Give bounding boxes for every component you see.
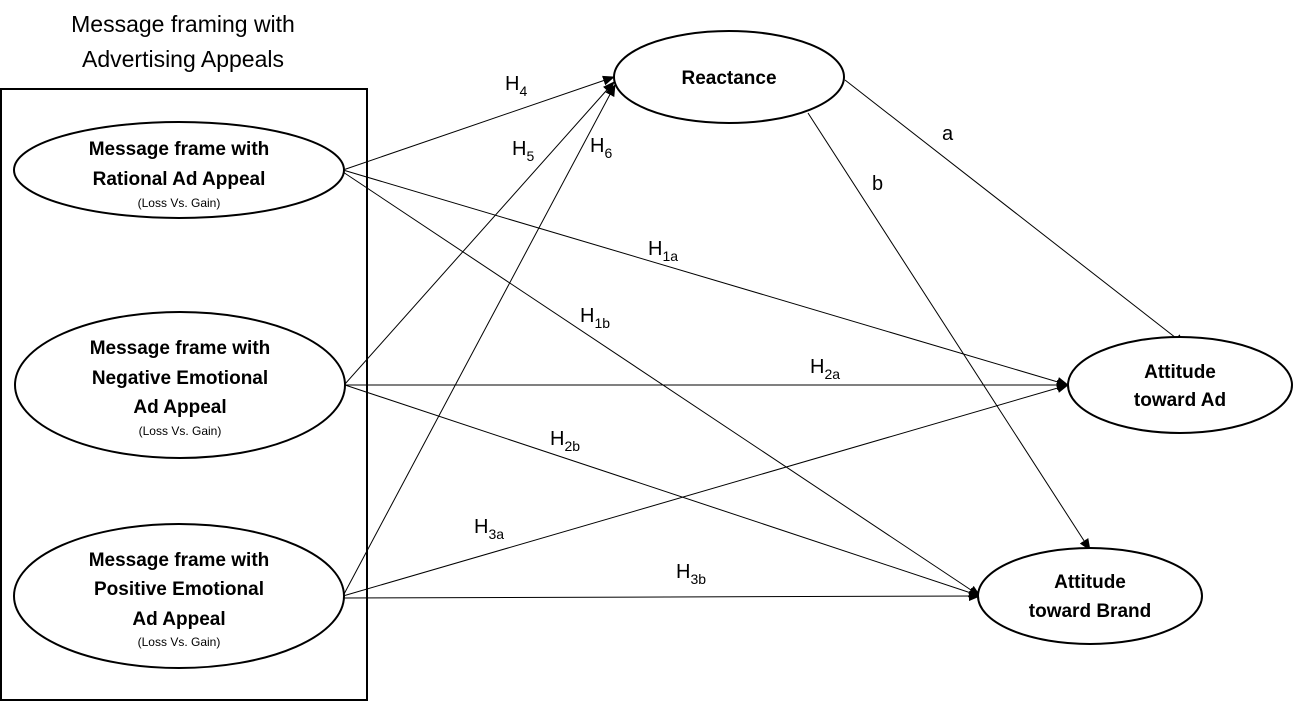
node-positive-shape [13, 523, 345, 669]
node-negative-sub: (Loss Vs. Gain) [139, 424, 222, 438]
node-positive: Message frame with Positive Emotional Ad… [13, 523, 345, 669]
label-h3b: H3b [676, 561, 706, 587]
node-attitude-brand: Attitude toward Brand [977, 547, 1203, 645]
framing-group-box [0, 88, 368, 701]
node-reactance: Reactance [613, 30, 845, 124]
node-positive-line1: Message frame with [89, 550, 270, 571]
group-title-line2: Advertising Appeals [82, 46, 284, 72]
node-attitude-brand-line2: toward Brand [1029, 601, 1151, 622]
edge-b [807, 112, 1091, 551]
label-h6: H6 [590, 135, 612, 161]
label-h2b: H2b [550, 428, 580, 454]
node-negative-line1: Message frame with [90, 338, 271, 359]
node-attitude-ad-line1: Attitude [1144, 362, 1216, 383]
edge-h4 [342, 75, 615, 171]
edge-h1b [342, 171, 981, 597]
label-h1b: H1b [580, 305, 610, 331]
label-a: a [942, 123, 954, 145]
edge-h5 [344, 81, 615, 385]
node-negative-shape [14, 311, 346, 459]
node-negative-line2: Negative Emotional [92, 368, 268, 389]
node-negative: Message frame with Negative Emotional Ad… [14, 311, 346, 459]
node-negative-line3: Ad Appeal [133, 397, 226, 418]
label-h5: H5 [512, 138, 534, 164]
label-h2a: H2a [810, 356, 840, 382]
node-attitude-brand-shape [977, 547, 1203, 645]
edge-h2b [344, 384, 981, 598]
node-rational: Message frame with Rational Ad Appeal (L… [13, 121, 345, 219]
node-rational-line2: Rational Ad Appeal [93, 169, 266, 190]
node-rational-sub: (Loss Vs. Gain) [138, 196, 221, 210]
edge-h6 [342, 84, 616, 597]
edges [342, 75, 1186, 602]
group-title-line1: Message framing with [71, 11, 295, 37]
node-positive-line3: Ad Appeal [132, 609, 225, 630]
node-positive-line2: Positive Emotional [94, 579, 264, 600]
edge-h3a [342, 383, 1069, 597]
edge-h1a [342, 169, 1069, 387]
node-reactance-shape [613, 30, 845, 124]
label-h3a: H3a [474, 516, 504, 542]
node-attitude-brand-line1: Attitude [1054, 572, 1126, 593]
node-reactance-line1: Reactance [681, 68, 776, 89]
node-rational-shape [13, 121, 345, 219]
node-rational-line1: Message frame with [89, 139, 270, 160]
node-attitude-ad-line2: toward Ad [1134, 390, 1226, 411]
node-attitude-ad: Attitude toward Ad [1067, 336, 1293, 434]
label-b: b [872, 173, 883, 195]
edge-labels: H4 H5 H6 H1a H1b H2a H2b H3a H3b a b [474, 73, 954, 587]
node-positive-sub: (Loss Vs. Gain) [138, 635, 221, 649]
edge-a [844, 79, 1186, 346]
node-attitude-ad-shape [1067, 336, 1293, 434]
edge-h3b [342, 591, 981, 602]
label-h4: H4 [505, 73, 527, 99]
label-h1a: H1a [648, 238, 678, 264]
